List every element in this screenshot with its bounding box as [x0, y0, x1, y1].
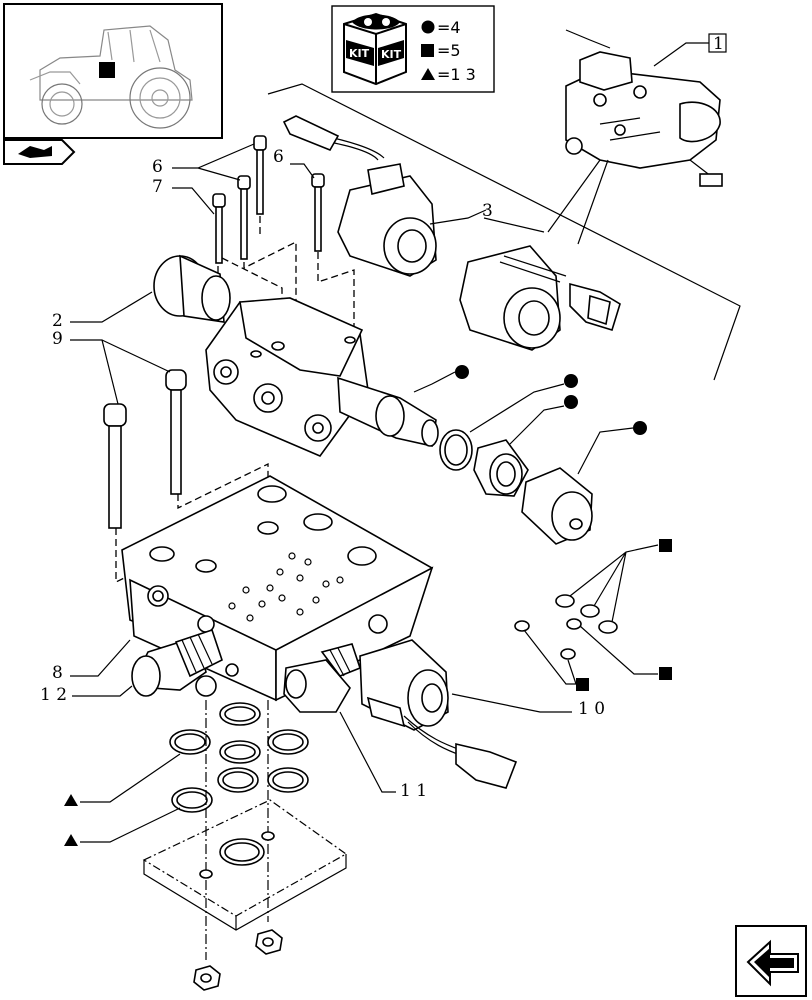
label-11: 1 1	[400, 781, 427, 801]
kit-word-right: KIT	[381, 48, 402, 61]
kit-count-square: =5	[437, 41, 461, 60]
plug-part	[131, 628, 223, 697]
label-7: 7	[152, 177, 163, 197]
square-icon	[421, 44, 434, 57]
kit-triangle-marker-1	[64, 794, 78, 806]
circle-icon	[421, 20, 435, 34]
label-9: 9	[52, 329, 63, 349]
solenoid-coil-lower	[459, 245, 621, 351]
bolts-long	[103, 369, 187, 529]
kit-word-left: KIT	[349, 47, 370, 60]
label-8: 8	[52, 663, 63, 683]
kit-square-marker-3	[576, 678, 589, 691]
triangle-icon	[421, 68, 435, 80]
o-rings-group	[169, 702, 309, 866]
solenoid-coil-upper	[282, 115, 437, 277]
kit-triangle-marker-2	[64, 834, 78, 846]
kit-legend: KIT KIT =4 =5 =1 3	[331, 5, 495, 93]
label-10: 1 0	[578, 699, 605, 719]
hex-nut-part	[473, 439, 529, 497]
reference-assembly: 1	[565, 29, 727, 187]
kit-circle-marker-1	[455, 365, 469, 379]
label-6-right: 6	[273, 147, 284, 167]
kit-square-marker-1	[659, 539, 672, 552]
kit-box-icon: KIT KIT	[343, 12, 407, 86]
kit-count-triangle: =1 3	[437, 65, 476, 84]
solenoid-valve-10	[359, 639, 518, 789]
kit-circle-marker-4	[633, 421, 647, 435]
label-12: 1 2	[40, 685, 67, 705]
screws-top	[212, 135, 325, 264]
label-3: 3	[482, 201, 493, 221]
book-arrow-icon[interactable]	[3, 139, 76, 165]
kit-count-circle: =4	[437, 18, 461, 37]
arrow-navigation-icon[interactable]	[735, 925, 807, 997]
tractor-thumbnail-icon[interactable]	[3, 3, 223, 139]
bottom-nuts	[193, 929, 283, 991]
small-seals	[514, 594, 618, 660]
kit-square-marker-2	[659, 667, 672, 680]
cap-part	[521, 467, 593, 545]
ref-label-1: 1	[713, 34, 724, 54]
gasket-plate	[142, 799, 348, 931]
label-6-left: 6	[152, 157, 163, 177]
valve-body	[153, 254, 439, 457]
kit-circle-marker-2	[564, 374, 578, 388]
kit-circle-marker-3	[564, 395, 578, 409]
label-2: 2	[52, 311, 63, 331]
